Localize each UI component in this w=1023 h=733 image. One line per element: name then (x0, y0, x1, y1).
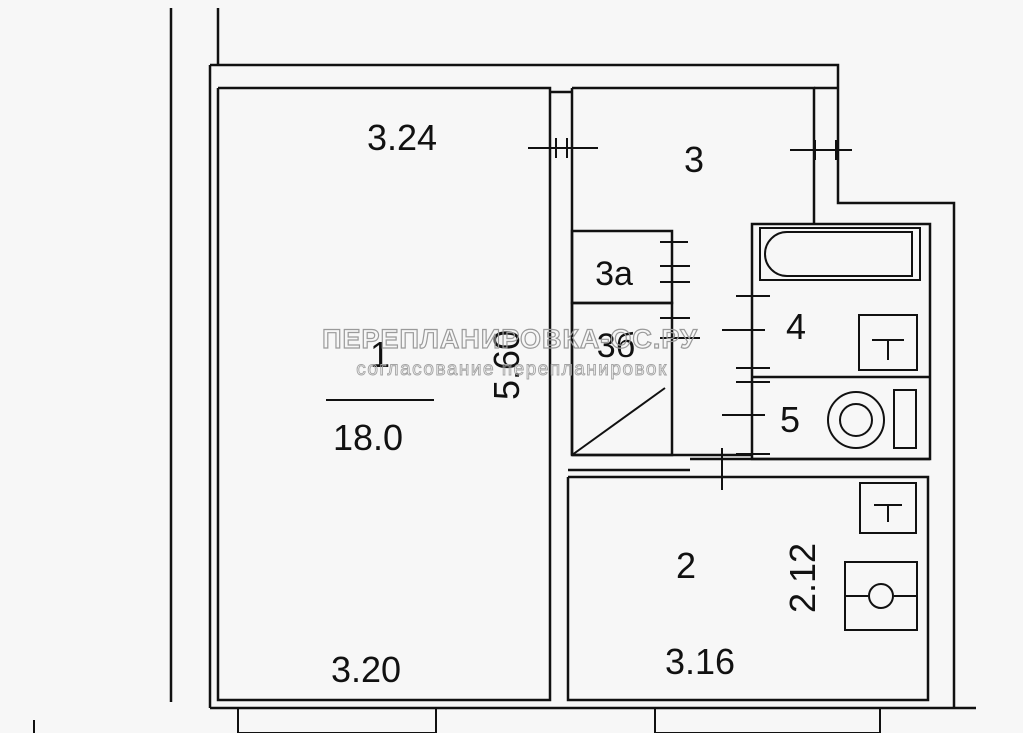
watermark-tagline: согласование перепланировок (356, 359, 668, 380)
bottom-windows (237, 707, 881, 733)
dim-room2-width: 3.16 (665, 641, 735, 682)
toilet-icon (827, 389, 917, 449)
kitchen-sink-icon (859, 482, 917, 534)
inner-walls (550, 86, 932, 702)
stove-icon (844, 561, 918, 631)
room3b-number: 3б (597, 327, 635, 365)
room1-number: 1 (370, 334, 390, 375)
room4-number: 4 (786, 306, 806, 347)
bathroom-sink-icon (858, 314, 918, 371)
closet-door-swing (571, 387, 666, 456)
watermark-site-name: ПЕРЕПЛАНИРОВКА-ОС.РУ (322, 324, 698, 354)
room5-number: 5 (780, 399, 800, 440)
room3a-number: 3а (595, 255, 633, 293)
dim-room2-length: 2.12 (782, 543, 823, 613)
dim-room1-top-width: 3.24 (367, 117, 437, 158)
room2-number: 2 (676, 545, 696, 586)
door-marks (528, 138, 852, 490)
room1-area: 18.0 (333, 417, 403, 458)
bathtub-icon (759, 227, 921, 281)
room3-number: 3 (684, 139, 704, 180)
dim-room1-bottom-width: 3.20 (331, 649, 401, 690)
outer-walls (208, 8, 976, 710)
dim-room1-length: 5.60 (486, 330, 527, 400)
